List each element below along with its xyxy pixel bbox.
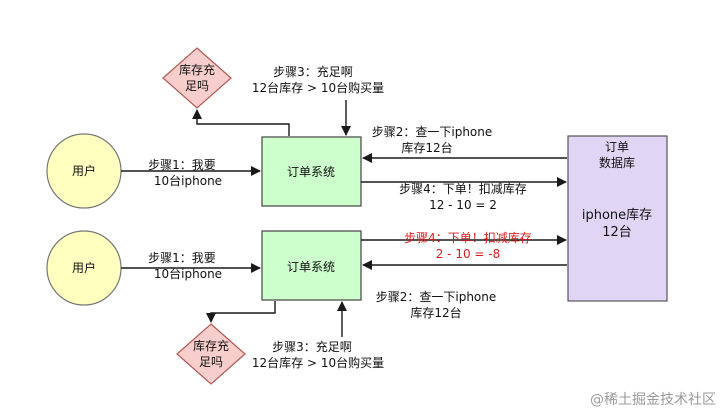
diamond-bottom-line2: 足吗: [199, 355, 223, 369]
order-database: 订单 数据库 iphone库存 12台: [567, 135, 668, 302]
order-system-bottom: 订单系统: [261, 230, 362, 301]
bottom-step3-line2: 12台库存 > 10台购买量: [252, 355, 384, 370]
bottom-step2-line1: 步骤2：查一下iphone: [376, 290, 497, 304]
database-stock-line1: iphone库存: [582, 207, 652, 223]
order-system-top: 订单系统: [261, 136, 362, 207]
bottom-step4-line1: 步骤4：下单！扣减库存: [404, 230, 532, 245]
bottom-step3-line1: 步骤3：充足啊: [272, 339, 352, 354]
diamond-bottom-line1: 库存充: [193, 338, 229, 353]
top-step4-line2: 12 - 10 = 2: [429, 198, 497, 212]
bottom-step1-line2: 10台iphone: [154, 266, 222, 281]
diamond-top-line2: 足吗: [185, 79, 209, 93]
top-step3-line1: 步骤3：充足啊: [273, 64, 353, 79]
top-step1-line1: 步骤1：我要: [148, 158, 216, 172]
bottom-step4-line2: 2 - 10 = -8: [436, 247, 501, 261]
diamond-top-line1: 库存充: [179, 62, 215, 77]
user-node-bottom: 用户: [46, 230, 122, 306]
database-title-line1: 订单: [605, 140, 629, 154]
top-step1-line2: 10台iphone: [154, 173, 222, 188]
top-step2-line2: 库存12台: [401, 140, 452, 155]
database-title-line2: 数据库: [599, 155, 635, 170]
top-step2-line1: 步骤2：查一下iphone: [372, 125, 493, 139]
bottom-step1-line1: 步骤1：我要: [148, 251, 216, 265]
order-system-label-bottom: 订单系统: [287, 260, 335, 274]
user-node-top: 用户: [46, 133, 122, 209]
arrow-order-to-diamond-bottom: [206, 301, 276, 323]
stock-check-diamond-bottom: 库存充 足吗: [176, 323, 246, 385]
arrow-order-to-diamond-top: [192, 109, 290, 136]
top-step4-line1: 步骤4：下单！扣减库存: [399, 181, 527, 196]
top-step3-line2: 12台库存 > 10台购买量: [252, 80, 384, 95]
user-label-top: 用户: [72, 163, 96, 178]
stock-check-diamond-top: 库存充 足吗: [162, 47, 232, 109]
bottom-step2-line2: 库存12台: [410, 305, 461, 320]
order-system-label-top: 订单系统: [287, 165, 335, 179]
database-stock-line2: 12台: [602, 225, 632, 240]
user-label-bottom: 用户: [72, 260, 96, 275]
watermark: @稀土掘金技术社区: [590, 392, 716, 408]
